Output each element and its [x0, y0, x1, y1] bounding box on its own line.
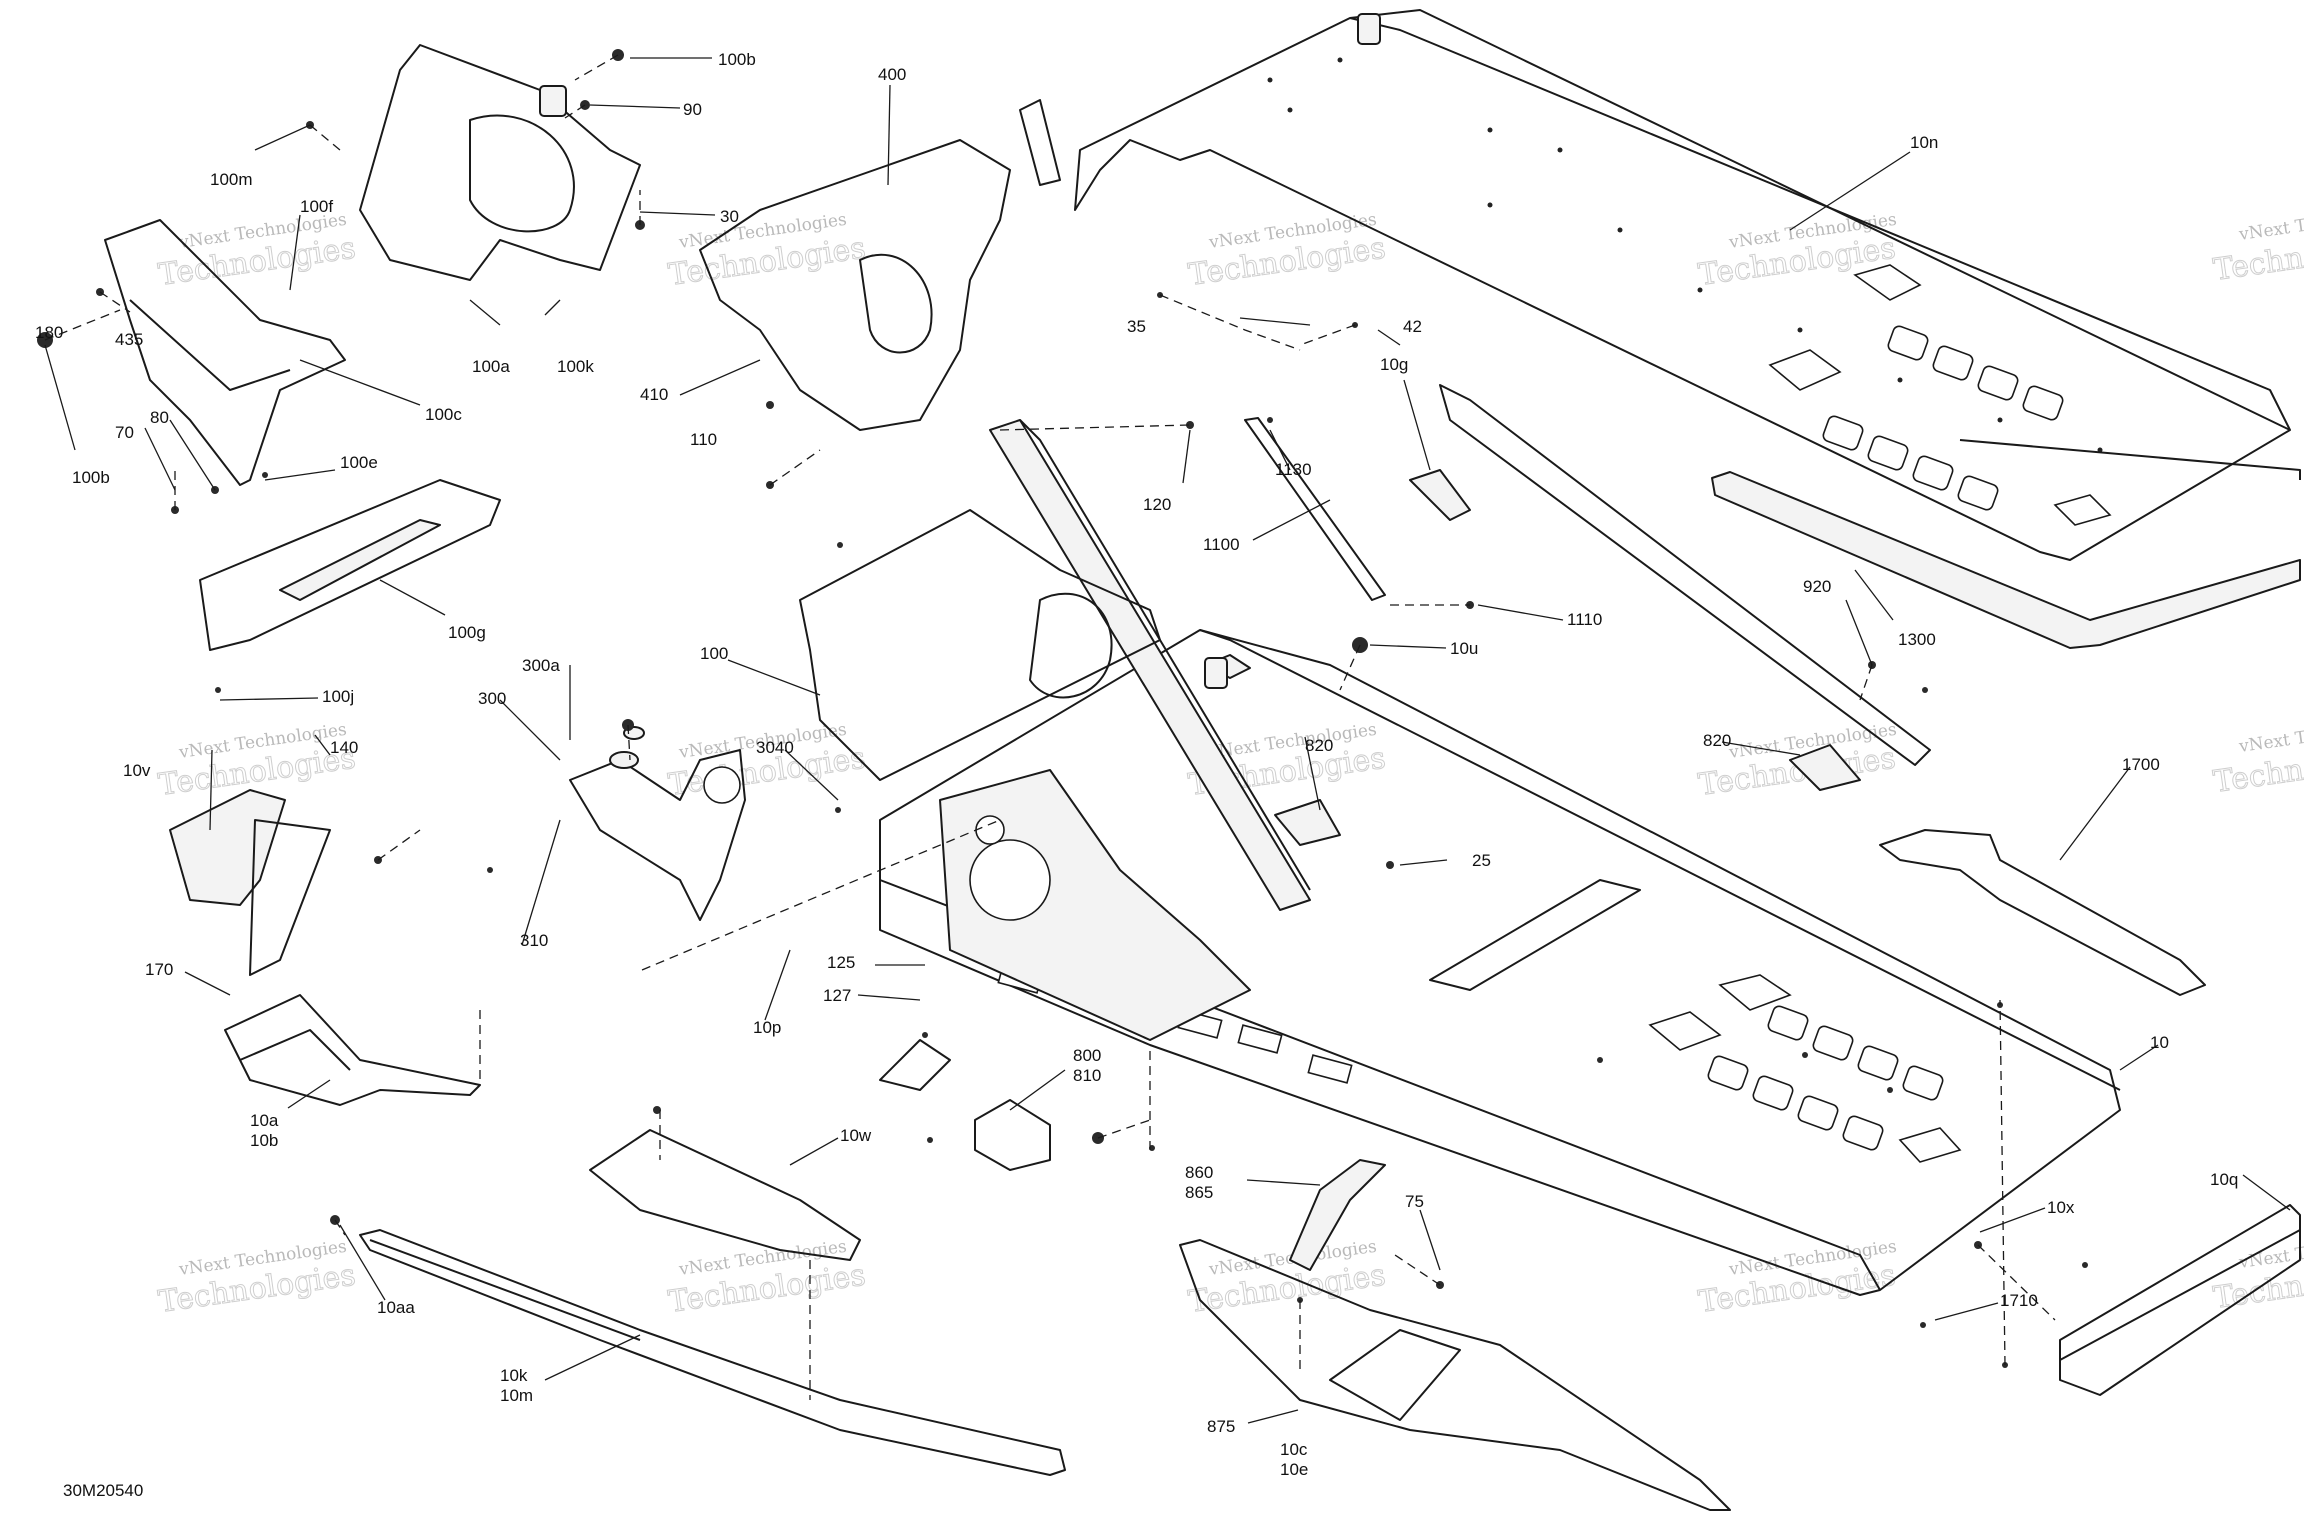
part-10c-running-board: [1179, 1239, 1731, 1511]
callout-127: 127: [823, 986, 851, 1005]
callout-100: 100: [700, 644, 728, 663]
callout-10m: 10m: [500, 1386, 533, 1405]
callout-10w: 10w: [840, 1126, 872, 1145]
callout-30: 30: [720, 207, 739, 226]
callout-110: 110: [690, 430, 717, 449]
part-100g-step-plate: [199, 479, 501, 651]
callout-35: 35: [1127, 317, 1146, 336]
callout-100f: 100f: [300, 197, 333, 216]
assembly-lines: [44, 54, 2056, 1400]
callout-300a: 300a: [522, 656, 560, 675]
leader-lines: [44, 57, 2291, 1424]
callout-860: 860: [1185, 1163, 1213, 1182]
callout-1130: 1130: [1275, 460, 1312, 479]
part-10v-foot-guard: [169, 789, 331, 976]
part-10w-support: [589, 1129, 861, 1261]
callout-1100: 1100: [1203, 535, 1240, 554]
callout-875: 875: [1207, 1417, 1235, 1436]
callout-820-b: 820: [1703, 731, 1731, 750]
callout-10b: 10b: [250, 1131, 278, 1150]
part-100a-upper-bracket: [359, 44, 641, 281]
callout-435: 435: [115, 330, 143, 349]
callout-100j: 100j: [322, 687, 354, 706]
callout-100b-left: 100b: [72, 468, 110, 487]
callout-100a: 100a: [472, 357, 510, 376]
part-10-main-tunnel: [799, 419, 2121, 1296]
callout-10e: 10e: [1280, 1460, 1308, 1479]
callout-1300: 1300: [1898, 630, 1936, 649]
part-1100-strut: [1244, 384, 1931, 766]
part-100c-front-bracket: [104, 219, 346, 486]
callout-180: 180: [35, 323, 63, 342]
callout-labels: 100b 90 30 100m 100f 180 435 100a 100k 1…: [35, 50, 2238, 1479]
callout-410: 410: [640, 385, 668, 404]
callout-1710: 1710: [2000, 1291, 2038, 1310]
callout-10u: 10u: [1450, 639, 1478, 658]
callout-10p: 10p: [753, 1018, 781, 1037]
part-860-tab: [879, 1039, 1386, 1271]
callout-100m: 100m: [210, 170, 253, 189]
callout-100b-top: 100b: [718, 50, 756, 69]
callout-920: 920: [1803, 577, 1831, 596]
part-10q-rear-rail: [2059, 1204, 2301, 1396]
callout-75: 75: [1405, 1192, 1424, 1211]
part-300-hanger: [569, 726, 746, 921]
callout-70: 70: [115, 423, 134, 442]
callout-100c: 100c: [425, 405, 462, 424]
callout-10: 10: [2150, 1033, 2169, 1052]
watermark: vNext Technologies: [2237, 714, 2304, 757]
callout-10aa: 10aa: [377, 1298, 415, 1317]
callout-10k: 10k: [500, 1366, 528, 1385]
callout-10a: 10a: [250, 1111, 279, 1130]
callout-300: 300: [478, 689, 506, 708]
callout-100g: 100g: [448, 623, 486, 642]
callout-10g: 10g: [1380, 355, 1408, 374]
callout-42: 42: [1403, 317, 1422, 336]
callout-100k: 100k: [557, 357, 594, 376]
callout-10x: 10x: [2047, 1198, 2075, 1217]
callout-90: 90: [683, 100, 702, 119]
callout-820-a: 820: [1305, 736, 1333, 755]
callout-865: 865: [1185, 1183, 1213, 1202]
part-1700-rail: [1879, 829, 2206, 996]
callout-25: 25: [1472, 851, 1491, 870]
part-10n-top-plate: [1074, 9, 2291, 561]
callout-170: 170: [145, 960, 173, 979]
callout-10c: 10c: [1280, 1440, 1308, 1459]
callout-120: 120: [1143, 495, 1171, 514]
callout-10n: 10n: [1910, 133, 1938, 152]
callout-800: 800: [1073, 1046, 1101, 1065]
callout-310: 310: [520, 931, 548, 950]
part-10k-slide-rail: [359, 1229, 1066, 1476]
part-820-brackets: [1274, 744, 1861, 846]
callout-1110: 1110: [1567, 610, 1602, 629]
callout-10v: 10v: [123, 761, 151, 780]
watermark: vNext Technologies: [2237, 1230, 2304, 1273]
callout-400: 400: [878, 65, 906, 84]
part-400-steering-support: [699, 99, 1061, 431]
callout-100e: 100e: [340, 453, 378, 472]
callout-125: 125: [827, 953, 855, 972]
fastener-group: [37, 49, 2088, 1368]
callout-810: 810: [1073, 1066, 1101, 1085]
watermark: vNext Technologies: [2237, 202, 2304, 245]
callout-1700: 1700: [2122, 755, 2160, 774]
part-1300-rear-bumper: [1711, 439, 2301, 649]
figure-code: 30M20540: [63, 1481, 143, 1500]
callout-10q: 10q: [2210, 1170, 2238, 1189]
part-10a-footrest: [224, 994, 481, 1106]
callout-140: 140: [330, 738, 358, 757]
callout-80: 80: [150, 408, 169, 427]
callout-3040: 3040: [756, 738, 794, 757]
